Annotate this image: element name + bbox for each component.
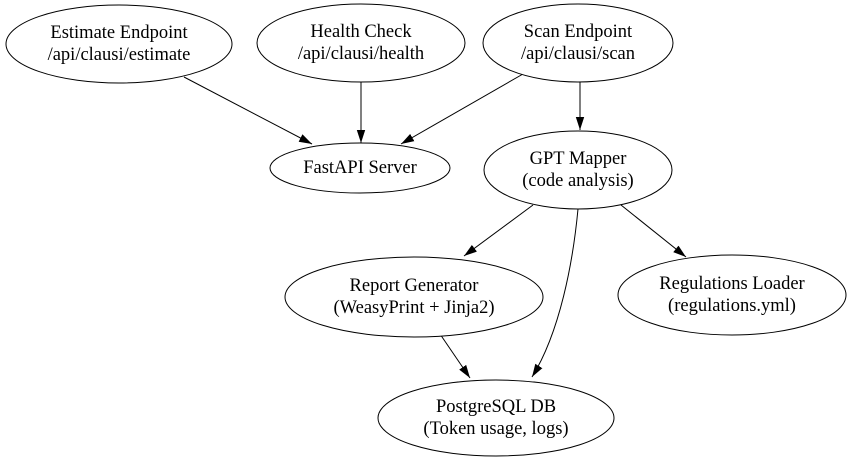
- health-check-ellipse: [256, 3, 466, 83]
- regulations-loader-label-line-2: (regulations.yml): [668, 296, 796, 316]
- edge-gpt-mapper-to-postgresql-db: [531, 208, 579, 378]
- node-regulations-loader: Regulations Loader(regulations.yml): [617, 254, 847, 336]
- scan-endpoint-ellipse: [482, 3, 674, 83]
- nodes-layer: Estimate Endpoint/api/clausi/estimate Hea…: [5, 3, 847, 457]
- edge-scan-endpoint-to-fastapi-server: [400, 73, 524, 145]
- node-estimate-endpoint: Estimate Endpoint/api/clausi/estimate: [5, 4, 233, 84]
- health-check-label-line-1: Health Check: [310, 22, 412, 42]
- edge-gpt-mapper-to-report-generator: [463, 204, 534, 257]
- node-scan-endpoint: Scan Endpoint/api/clausi/scan: [482, 3, 674, 83]
- scan-endpoint-label-line-1: Scan Endpoint: [524, 22, 633, 42]
- estimate-endpoint-label-line-1: Estimate Endpoint: [50, 23, 188, 43]
- postgresql-db-label-line-1: PostgreSQL DB: [436, 397, 556, 417]
- gpt-mapper-ellipse: [483, 130, 673, 210]
- regulations-loader-label-line-1: Regulations Loader: [659, 274, 804, 294]
- node-gpt-mapper: GPT Mapper(code analysis): [483, 130, 673, 210]
- gpt-mapper-label-line-2: (code analysis): [522, 171, 633, 191]
- postgresql-db-ellipse: [377, 379, 615, 457]
- node-postgresql-db: PostgreSQL DB(Token usage, logs): [377, 379, 615, 457]
- edge-gpt-mapper-to-regulations-loader: [620, 204, 687, 258]
- edges-layer: [183, 73, 687, 379]
- estimate-endpoint-label-line-2: /api/clausi/estimate: [48, 45, 191, 65]
- edge-estimate-endpoint-to-fastapi-server: [183, 76, 313, 145]
- scan-endpoint-label-line-2: /api/clausi/scan: [521, 44, 635, 64]
- node-fastapi-server: FastAPI Server: [269, 142, 451, 194]
- report-generator-label-line-1: Report Generator: [350, 276, 479, 296]
- node-health-check: Health Check/api/clausi/health: [256, 3, 466, 83]
- fastapi-server-label-line-1: FastAPI Server: [303, 158, 417, 178]
- gpt-mapper-label-line-1: GPT Mapper: [530, 149, 627, 169]
- report-generator-ellipse: [284, 256, 544, 338]
- regulations-loader-ellipse: [617, 254, 847, 336]
- estimate-endpoint-ellipse: [5, 4, 233, 84]
- report-generator-label-line-2: (WeasyPrint + Jinja2): [333, 298, 494, 318]
- edge-report-generator-to-postgresql-db: [439, 333, 471, 379]
- fastapi-server-ellipse: [269, 142, 451, 194]
- node-report-generator: Report Generator(WeasyPrint + Jinja2): [284, 256, 544, 338]
- postgresql-db-label-line-2: (Token usage, logs): [423, 419, 568, 439]
- health-check-label-line-2: /api/clausi/health: [298, 44, 424, 64]
